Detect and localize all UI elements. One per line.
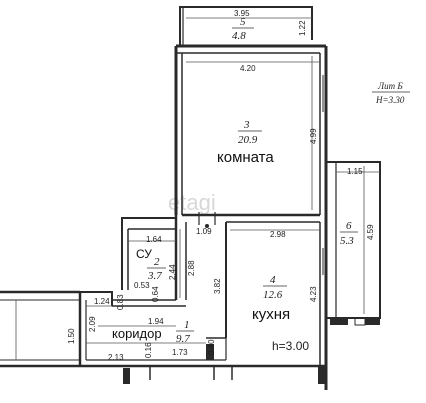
room-living-number: 3 bbox=[243, 119, 250, 131]
dim-382: 3.82 bbox=[213, 278, 222, 294]
room-bath-name: СУ bbox=[136, 247, 152, 261]
room-kitchen-name: кухня bbox=[252, 306, 290, 323]
dim-122: 1.22 bbox=[298, 20, 307, 36]
room-bath-area: 3.7 bbox=[147, 270, 162, 282]
walls bbox=[0, 6, 381, 390]
dim-209: 2.09 bbox=[88, 316, 97, 332]
room-kitchen-area: 12.6 bbox=[263, 289, 283, 301]
dimension-lines bbox=[15, 17, 380, 360]
dim-150: 1.50 bbox=[67, 328, 76, 344]
room-loggia-area: 5.3 bbox=[340, 235, 354, 247]
title-lit: Лит Б bbox=[377, 81, 403, 91]
dim-213: 2.13 bbox=[108, 353, 124, 362]
dim-083: 0.83 bbox=[116, 294, 125, 310]
dim-288: 2.88 bbox=[187, 260, 196, 276]
dim-173: 1.73 bbox=[172, 348, 188, 357]
room-loggia-number: 6 bbox=[346, 220, 352, 232]
room-living-name: комната bbox=[217, 149, 274, 166]
dim-040: 0.40 bbox=[207, 339, 216, 355]
dim-016: 0.16 bbox=[144, 342, 153, 358]
room-corridor-name: коридор bbox=[112, 326, 162, 341]
room-living-area: 20.9 bbox=[238, 134, 258, 146]
detail-marks bbox=[123, 224, 380, 384]
room-kitchen-number: 4 bbox=[270, 274, 276, 286]
room-bath-number: 2 bbox=[154, 256, 160, 268]
dim-395: 3.95 bbox=[234, 9, 250, 18]
dim-124: 1.24 bbox=[94, 297, 110, 306]
dim-109: 1.09 bbox=[196, 227, 212, 236]
room-balcony-number: 5 bbox=[240, 16, 246, 28]
dim-053: 0.53 bbox=[134, 281, 150, 290]
room-corridor-number: 1 bbox=[184, 319, 190, 331]
title-block: Лит Б H=3.30 bbox=[372, 81, 410, 105]
room-balcony-area: 4.8 bbox=[232, 30, 246, 42]
dim-298: 2.98 bbox=[270, 230, 286, 239]
ceiling-height: h=3.00 bbox=[272, 339, 309, 353]
dim-459: 4.59 bbox=[366, 224, 375, 240]
dimension-labels: 3.95 1.22 4.20 4.99 1.15 4.59 1.09 2.98 … bbox=[67, 9, 375, 362]
dim-064: 0.64 bbox=[151, 286, 160, 302]
dim-115: 1.15 bbox=[347, 167, 363, 176]
dim-194: 1.94 bbox=[148, 317, 164, 326]
dim-164: 1.64 bbox=[146, 235, 162, 244]
dim-244: 2.44 bbox=[168, 264, 177, 280]
dim-420: 4.20 bbox=[240, 64, 256, 73]
title-height: H=3.30 bbox=[375, 95, 405, 105]
dim-423: 4.23 bbox=[309, 286, 318, 302]
room-corridor-area: 9.7 bbox=[176, 333, 190, 345]
dim-499: 4.99 bbox=[309, 128, 318, 144]
